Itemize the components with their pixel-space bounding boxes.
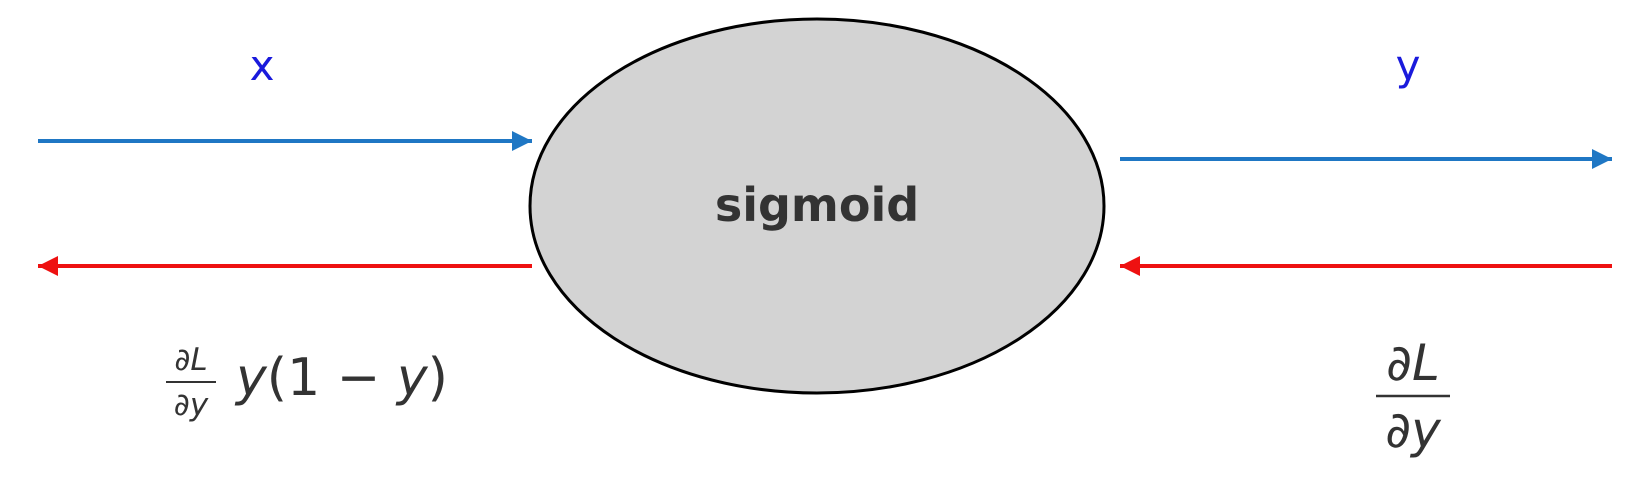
input-gradient-denominator: ∂y: [174, 387, 209, 423]
factor-minus: −: [320, 348, 397, 408]
input-gradient: ∂L ∂y y(1 − y): [166, 342, 448, 423]
factor-y1: y: [234, 348, 268, 408]
sigmoid-node: [528, 17, 1106, 395]
backward-output-arrowhead: [1120, 256, 1140, 276]
output-gradient-numerator: ∂L: [1386, 334, 1440, 392]
input-label: x: [250, 41, 275, 90]
output-gradient-denominator: ∂y: [1385, 401, 1442, 459]
factor-paren-close: ): [428, 348, 448, 408]
input-gradient-numerator: ∂L: [174, 342, 207, 378]
backward-input-arrowhead: [38, 256, 58, 276]
output-gradient: ∂L ∂y: [1376, 334, 1450, 459]
node-label: sigmoid: [715, 178, 919, 232]
factor-one: 1: [287, 348, 320, 408]
output-label: y: [1396, 41, 1421, 90]
factor-paren-open: (: [267, 348, 287, 408]
input-gradient-factor: y(1 − y): [234, 348, 448, 408]
factor-y2: y: [395, 348, 429, 408]
forward-input-arrowhead: [512, 131, 532, 151]
forward-output-arrowhead: [1592, 149, 1612, 169]
